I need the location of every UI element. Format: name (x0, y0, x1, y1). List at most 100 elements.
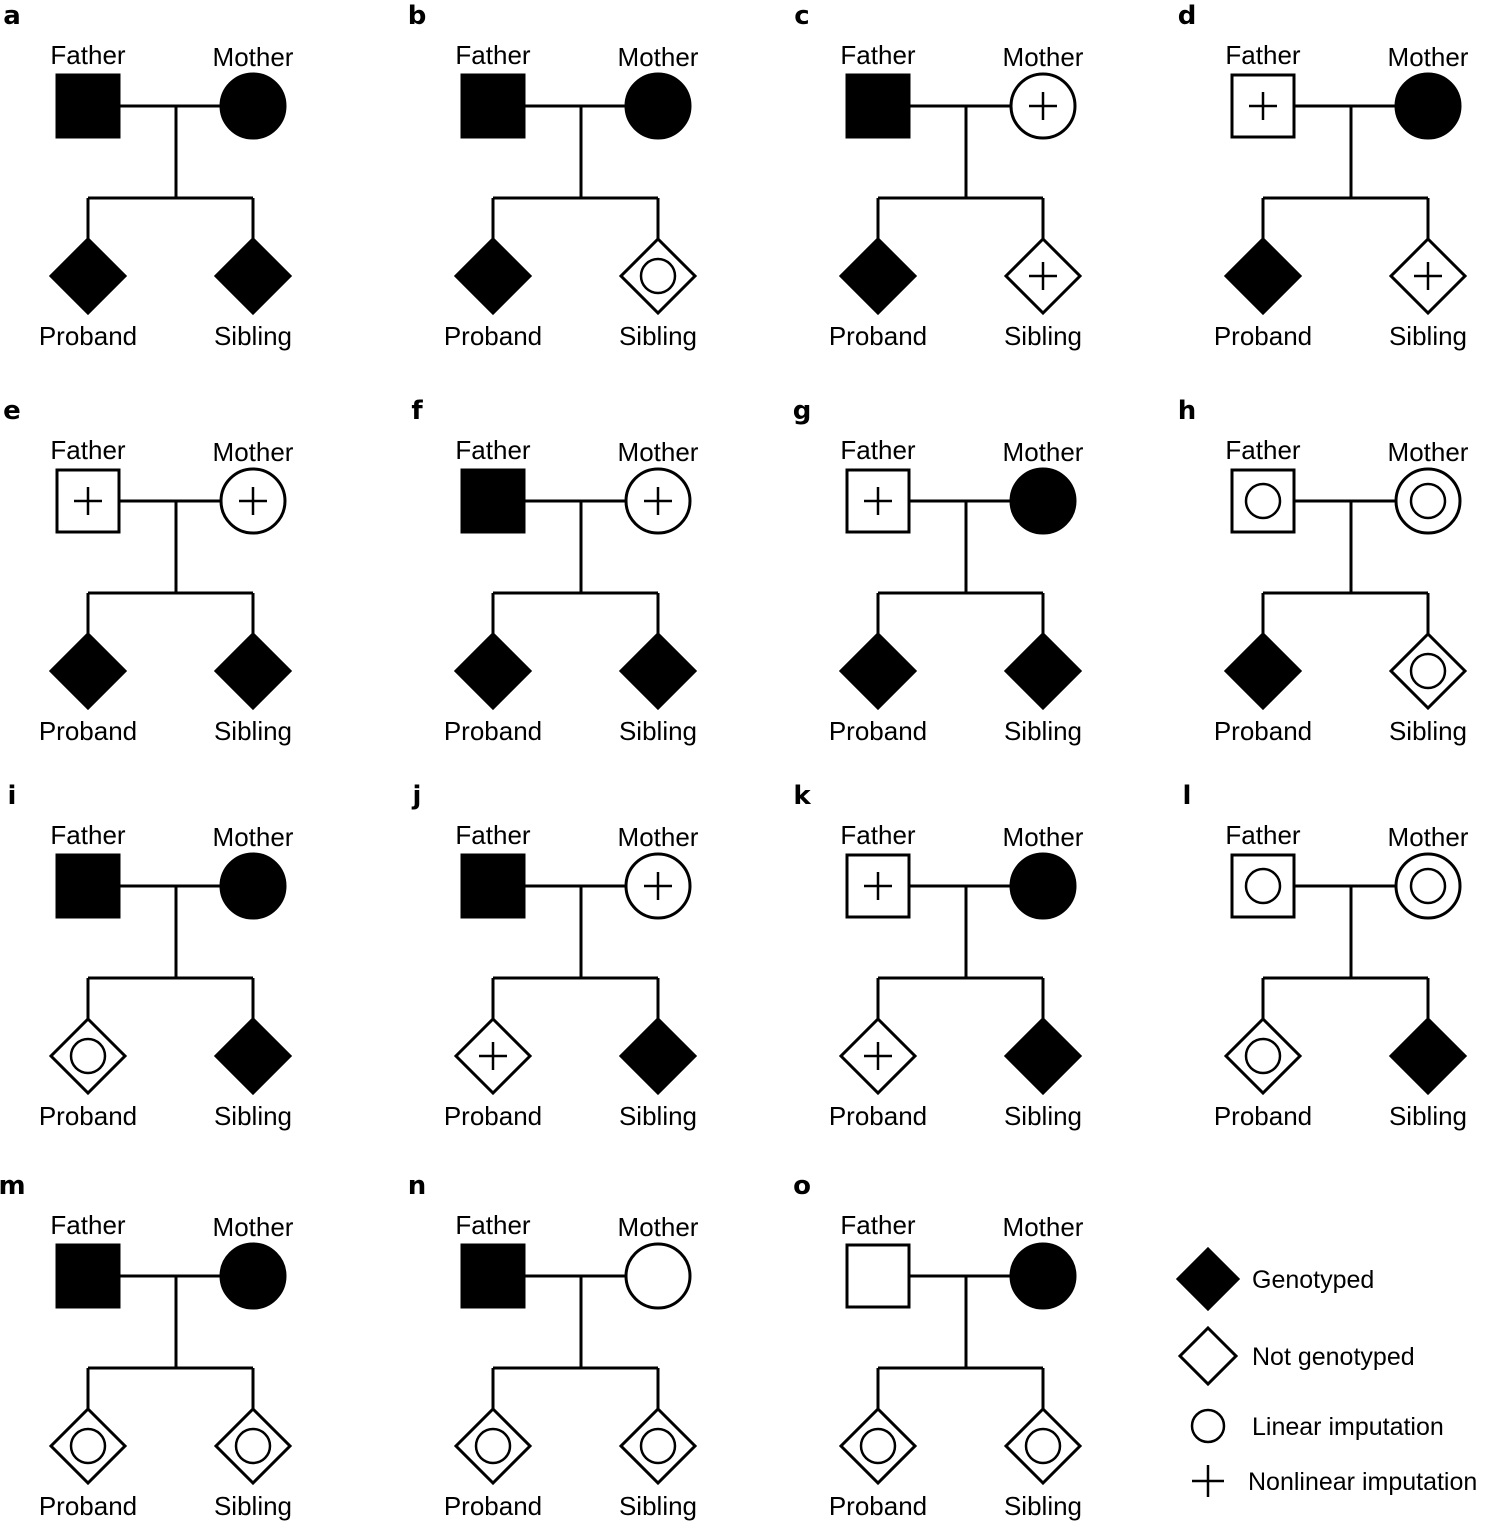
proband-label: Proband (39, 1491, 137, 1521)
sibling-diamond (618, 1406, 698, 1486)
sibling-diamond (213, 631, 293, 711)
panel-letter: f (411, 396, 423, 426)
legend-label: Linear imputation (1252, 1413, 1444, 1441)
proband-label: Proband (829, 1101, 927, 1131)
proband-label: Proband (444, 1101, 542, 1131)
sibling-diamond (618, 236, 698, 316)
panel-letter: a (3, 1, 21, 31)
father-square (55, 853, 121, 919)
sibling-diamond (618, 631, 698, 711)
father-label: Father (50, 40, 125, 70)
father-square (55, 1243, 121, 1309)
nonlinear-imputation-icon (239, 487, 267, 515)
linear-imputation-icon (859, 1427, 897, 1465)
father-square (460, 468, 526, 534)
legend-item-nonlinear: Nonlinear imputation (1192, 1465, 1477, 1497)
linear-imputation-icon (1244, 867, 1282, 905)
proband-label: Proband (829, 321, 927, 351)
sibling-diamond (213, 1016, 293, 1096)
panel-letter: n (408, 1171, 427, 1201)
sibling-label: Sibling (619, 1101, 697, 1131)
father-square (460, 853, 526, 919)
sibling-label: Sibling (214, 716, 292, 746)
sibling-label: Sibling (1004, 321, 1082, 351)
panel-letter: b (408, 1, 427, 31)
sibling-label: Sibling (619, 716, 697, 746)
sibling-label: Sibling (214, 1101, 292, 1131)
proband-diamond (48, 1406, 128, 1486)
mother-circle (1394, 72, 1462, 140)
mother-label: Mother (1003, 1212, 1084, 1242)
linear-imputation-icon (69, 1427, 107, 1465)
father-square (460, 1243, 526, 1309)
sibling-diamond (1003, 631, 1083, 711)
proband-label: Proband (39, 1101, 137, 1131)
proband-label: Proband (39, 321, 137, 351)
father-label: Father (50, 1210, 125, 1240)
mother-label: Mother (1388, 42, 1469, 72)
father-label: Father (455, 1210, 530, 1240)
linear-imputation-icon (1244, 482, 1282, 520)
sibling-label: Sibling (619, 321, 697, 351)
mother-circle (624, 72, 692, 140)
father-label: Father (455, 40, 530, 70)
sibling-diamond (1388, 1016, 1468, 1096)
sibling-label: Sibling (1389, 321, 1467, 351)
linear-imputation-icon (1409, 482, 1447, 520)
father-label: Father (50, 820, 125, 850)
mother-circle (1009, 467, 1077, 535)
proband-diamond (48, 631, 128, 711)
mother-label: Mother (1388, 822, 1469, 852)
linear-imputation-icon (1024, 1427, 1062, 1465)
panel-letter: i (8, 781, 17, 811)
mother-circle (1009, 1242, 1077, 1310)
legend-label: Not genotyped (1252, 1343, 1415, 1371)
panel-letter: e (3, 396, 21, 426)
panel-letter: j (412, 781, 422, 811)
panel-letter: g (793, 396, 812, 426)
nonlinear-imputation-icon (74, 487, 102, 515)
nonlinear-imputation-icon (1414, 262, 1442, 290)
genotyped-icon (1175, 1246, 1241, 1312)
proband-diamond (1223, 1016, 1303, 1096)
father-square (460, 73, 526, 139)
nonlinear-imputation-icon (1249, 92, 1277, 120)
mother-label: Mother (618, 1212, 699, 1242)
mother-circle (219, 1242, 287, 1310)
legend-item-linear: Linear imputation (1190, 1408, 1444, 1444)
mother-label: Mother (213, 437, 294, 467)
proband-label: Proband (829, 1491, 927, 1521)
father-square (845, 1243, 911, 1309)
father-label: Father (840, 40, 915, 70)
sibling-label: Sibling (1004, 1491, 1082, 1521)
nonlinear-imputation-icon (864, 872, 892, 900)
nonlinear-imputation-icon (1192, 1465, 1224, 1497)
proband-diamond (453, 631, 533, 711)
sibling-label: Sibling (1389, 1101, 1467, 1131)
mother-label: Mother (618, 42, 699, 72)
legend-item-genotyped: Genotyped (1175, 1246, 1374, 1312)
proband-diamond (48, 1016, 128, 1096)
sibling-label: Sibling (619, 1491, 697, 1521)
linear-imputation-icon (1409, 652, 1447, 690)
sibling-label: Sibling (214, 1491, 292, 1521)
father-label: Father (1225, 820, 1300, 850)
father-square (55, 73, 121, 139)
linear-imputation-icon (639, 1427, 677, 1465)
father-label: Father (455, 435, 530, 465)
legend-label: Nonlinear imputation (1248, 1468, 1477, 1496)
proband-label: Proband (1214, 1101, 1312, 1131)
linear-imputation-icon (234, 1427, 272, 1465)
sibling-label: Sibling (1389, 716, 1467, 746)
linear-imputation-icon (1190, 1408, 1226, 1444)
proband-diamond (48, 236, 128, 316)
mother-label: Mother (618, 822, 699, 852)
